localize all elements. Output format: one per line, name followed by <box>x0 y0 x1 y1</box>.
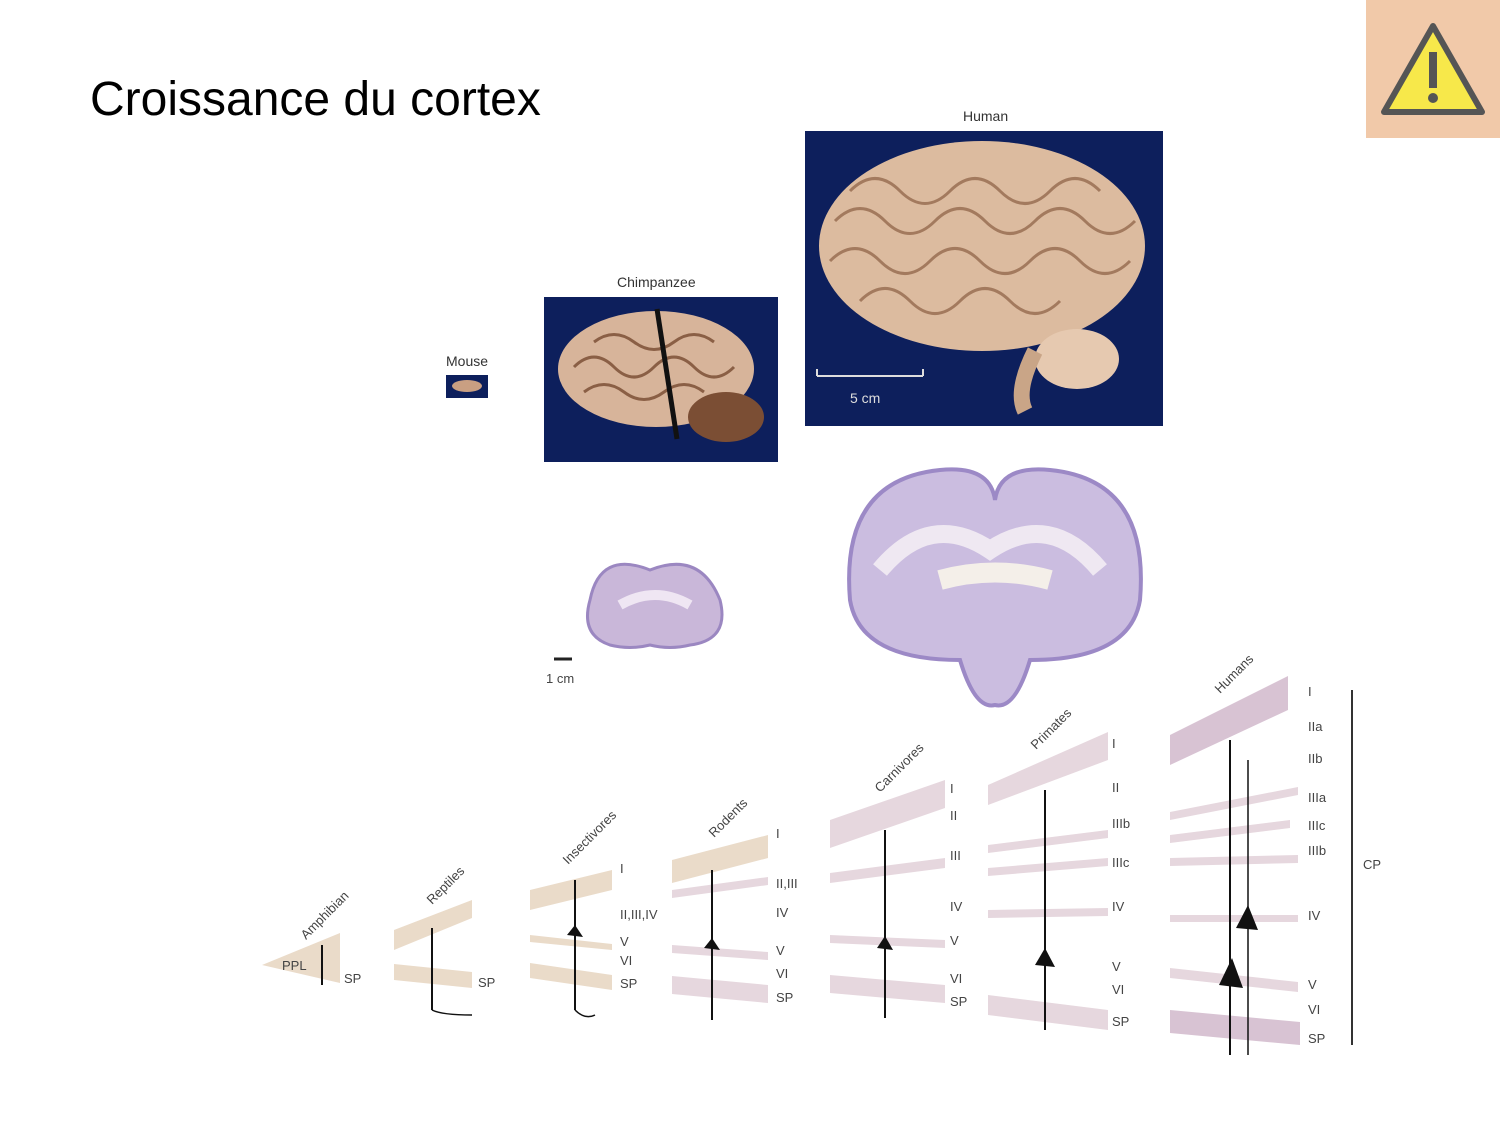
chimpanzee-coronal-section <box>586 562 724 649</box>
layer-label: II,III <box>776 876 798 891</box>
layer-label: V <box>950 933 959 948</box>
mouse-label: Mouse <box>446 353 489 369</box>
layer-label: VI <box>1308 1002 1320 1017</box>
cp-label: CP <box>1363 857 1381 872</box>
layer-label: IV <box>776 905 789 920</box>
warning-triangle-icon <box>1381 23 1485 115</box>
layer-label: SP <box>1308 1031 1325 1046</box>
layer-label: I <box>1112 736 1116 751</box>
layer-label: VI <box>950 971 962 986</box>
slide-title: Croissance du cortex <box>90 73 541 126</box>
layer-label: IV <box>950 899 963 914</box>
layer-label: VI <box>1112 982 1124 997</box>
layer-label: SP <box>620 976 637 991</box>
layer-label: IIIb <box>1308 843 1326 858</box>
layer-label: IV <box>1308 908 1321 923</box>
layer-label: IIIb <box>1112 816 1130 831</box>
layer-label: V <box>1112 959 1121 974</box>
warning-badge[interactable] <box>1366 0 1500 138</box>
layer-label: IIIa <box>1308 790 1327 805</box>
layer-label: IIa <box>1308 719 1323 734</box>
human-label: Human <box>963 108 1009 124</box>
layer-label: III <box>950 848 961 863</box>
human-coronal-section <box>847 467 1143 708</box>
layer-label: IIIc <box>1112 855 1130 870</box>
layer-label: I <box>776 826 780 841</box>
species-label: Carnivores <box>872 740 927 795</box>
layer-label: SP <box>950 994 967 1009</box>
layer-label: I <box>950 781 954 796</box>
layer-label: VI <box>776 966 788 981</box>
species-label: Rodents <box>706 795 751 840</box>
scale-1cm-label: 1 cm <box>546 671 574 686</box>
layer-label: I <box>1308 684 1312 699</box>
human-brain-image: 5 cm <box>805 131 1163 426</box>
species-label: Insectivores <box>560 807 620 867</box>
layer-label: SP <box>1112 1014 1129 1029</box>
species-label: Humans <box>1212 651 1257 696</box>
layer-label: II <box>1112 780 1119 795</box>
species-label: Amphibian <box>298 888 352 942</box>
layer-label: VI <box>620 953 632 968</box>
layer-label: I <box>620 861 624 876</box>
layer-label: IIIc <box>1308 818 1326 833</box>
layer-label: PPL <box>282 958 307 973</box>
layer-label: V <box>620 934 629 949</box>
layer-label: IIb <box>1308 751 1322 766</box>
layer-label: II,III,IV <box>620 907 658 922</box>
layer-label: SP <box>776 990 793 1005</box>
scale-5cm-label: 5 cm <box>850 390 880 406</box>
layer-label: SP <box>344 971 361 986</box>
chimpanzee-label: Chimpanzee <box>617 274 696 290</box>
layer-label: SP <box>478 975 495 990</box>
layer-label: V <box>1308 977 1317 992</box>
species-label: Primates <box>1028 705 1075 752</box>
layer-label: V <box>776 943 785 958</box>
mouse-brain-image <box>446 375 488 398</box>
chimpanzee-brain-image <box>544 297 778 462</box>
species-label: Reptiles <box>424 863 468 907</box>
layer-label: IV <box>1112 899 1125 914</box>
layer-label: II <box>950 808 957 823</box>
